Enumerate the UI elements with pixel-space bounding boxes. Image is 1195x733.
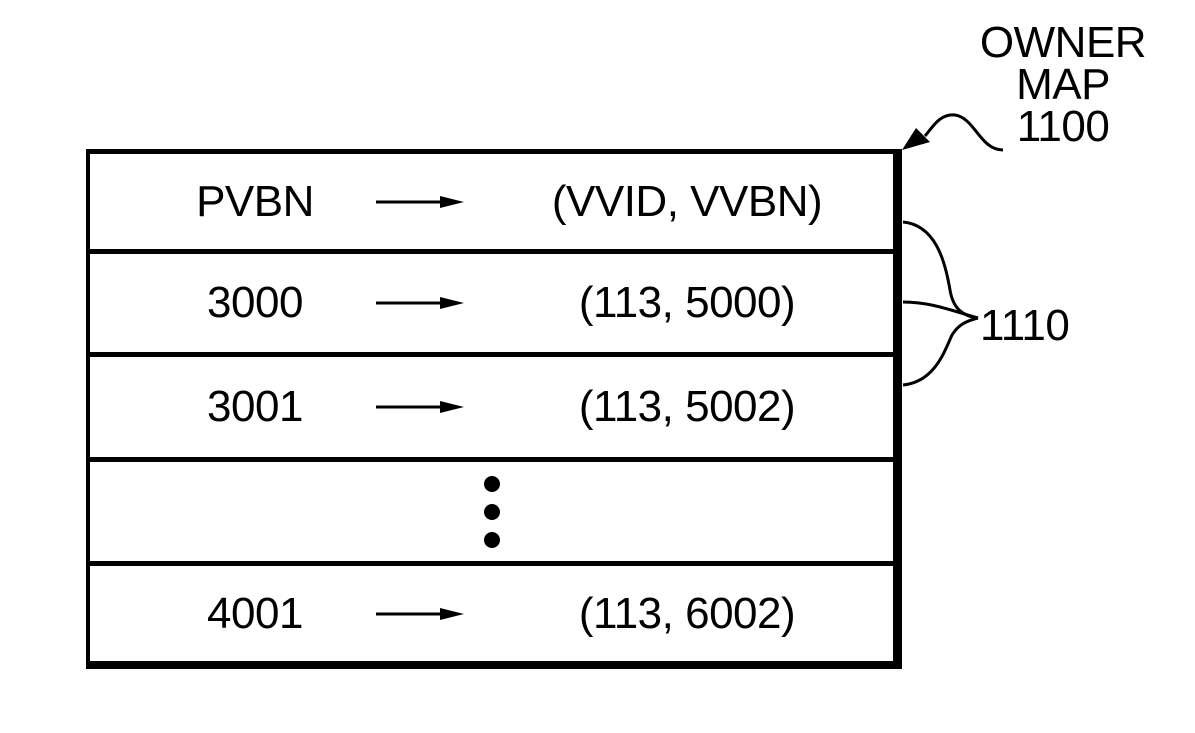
right-arrow-icon <box>374 195 466 209</box>
table-row: 3001 (113, 5002) <box>90 357 893 457</box>
mapping-cell: (113, 6002) <box>502 566 872 661</box>
pvbn-cell: 4001 <box>90 566 420 661</box>
mapping-cell: (113, 5002) <box>502 357 872 457</box>
entries-leader-line <box>903 318 978 385</box>
owner-map-label: OWNER MAP 1100 <box>968 22 1158 148</box>
pvbn-cell: 3001 <box>90 357 420 457</box>
owner-map-label-line3: 1100 <box>968 106 1158 148</box>
right-arrow-icon <box>374 607 466 621</box>
owner-map-label-line1: OWNER <box>968 22 1158 64</box>
entries-ref-label: 1110 <box>980 305 1069 347</box>
pvbn-cell: 3000 <box>90 254 420 352</box>
entries-leader-line <box>903 222 978 318</box>
right-arrow-icon <box>374 296 466 310</box>
entries-leader-line <box>903 302 978 318</box>
owner-map-label-line2: MAP <box>968 64 1158 106</box>
owner-map-table: PVBN (VVID, VVBN) 3000 (113, 5000) 3001 … <box>86 149 902 669</box>
table-row: 4001 (113, 6002) <box>90 566 893 661</box>
header-pvbn: PVBN <box>90 154 420 249</box>
header-row: PVBN (VVID, VVBN) <box>90 154 893 249</box>
ellipsis-row <box>90 462 893 561</box>
right-arrow-icon <box>374 400 466 414</box>
header-vvid-vvbn: (VVID, VVBN) <box>502 154 872 249</box>
table-row: 3000 (113, 5000) <box>90 254 893 352</box>
mapping-cell: (113, 5000) <box>502 254 872 352</box>
vertical-ellipsis-icon <box>480 462 504 561</box>
owner-map-leader-arrowhead <box>902 128 930 150</box>
